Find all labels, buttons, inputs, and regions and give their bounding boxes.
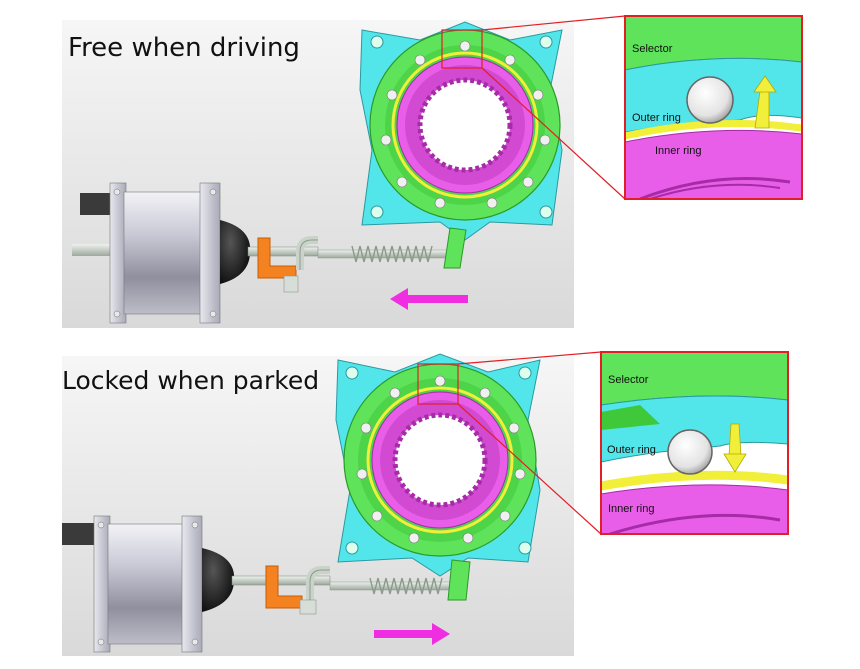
ring-assembly-top bbox=[359, 21, 563, 269]
zoom-inset-bottom bbox=[601, 352, 788, 534]
selector-arrow-up bbox=[753, 75, 777, 129]
zoom-leader-line bbox=[481, 15, 626, 31]
zoom-label-inner-ring: Inner ring bbox=[608, 503, 654, 515]
panel-title-locked: Locked when parked bbox=[62, 366, 319, 395]
zoom-label-selector: Selector bbox=[608, 374, 649, 386]
zoom-source-box-bottom bbox=[417, 363, 459, 405]
actuator-motor-bottom bbox=[62, 515, 331, 653]
motion-arrow-left bbox=[390, 288, 468, 310]
zoom-label-selector: Selector bbox=[632, 43, 673, 55]
return-spring-top bbox=[351, 245, 433, 263]
zoom-frame-bottom bbox=[600, 351, 789, 535]
zoom-leader-line bbox=[481, 67, 626, 200]
roller-bottom bbox=[667, 429, 713, 475]
zoom-label-inner-ring: Inner ring bbox=[655, 145, 701, 157]
zoom-label-outer-ring: Outer ring bbox=[632, 112, 681, 124]
zoom-leader-line bbox=[457, 403, 602, 535]
panel-title-free: Free when driving bbox=[68, 33, 300, 63]
outer-ring-bottom bbox=[366, 386, 514, 534]
zoom-label-outer-ring: Outer ring bbox=[607, 444, 656, 456]
zoom-inset-top bbox=[625, 16, 802, 199]
outer-ring-top bbox=[391, 51, 539, 199]
selector-arrow-down bbox=[723, 423, 747, 473]
motion-arrow-right bbox=[374, 623, 450, 645]
zoom-frame-top bbox=[624, 15, 803, 200]
lever-bracket-bottom bbox=[265, 565, 303, 609]
zoom-leader-line bbox=[457, 351, 602, 365]
selector-lever-bottom bbox=[447, 559, 471, 601]
linkage-rod-top bbox=[283, 236, 449, 293]
selector-lever-top bbox=[443, 227, 467, 269]
ring-assembly-bottom bbox=[335, 353, 541, 601]
actuator-motor-top bbox=[72, 182, 319, 324]
return-spring-bottom bbox=[369, 577, 443, 595]
roller-top bbox=[686, 76, 734, 124]
linkage-rod-bottom bbox=[299, 566, 451, 615]
zoom-source-box-top bbox=[441, 29, 483, 69]
